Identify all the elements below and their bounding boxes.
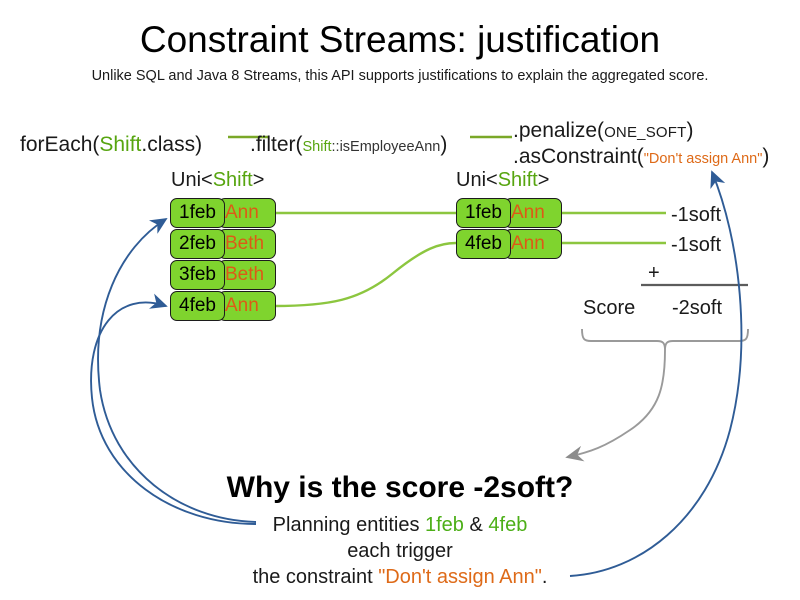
penalize-arg: ONE_SOFT <box>604 124 687 141</box>
as-constraint-prefix: .asConstraint( <box>513 145 644 168</box>
shift-stack-left: 1feb Ann 2feb Beth 3feb Beth 4feb Ann <box>170 198 276 322</box>
explanation-heading: Why is the score -2soft? <box>226 471 574 504</box>
score-explanation-arrow <box>565 349 666 462</box>
uni-left-prefix: Uni< <box>171 169 213 191</box>
uni-caption-left: Uni<Shift> <box>171 168 264 192</box>
shift-date: 2feb <box>170 229 225 259</box>
code-filter: .filter(Shift::isEmployeeAnn) <box>250 132 447 160</box>
uni-left-suffix: > <box>252 169 265 191</box>
impact-value-1: -1soft <box>671 204 722 226</box>
explanation-line3-suffix: . <box>541 566 548 588</box>
shift-employee: Ann <box>218 198 276 228</box>
shift-row[interactable]: 4feb Ann <box>170 291 276 321</box>
code-foreach: forEach(Shift.class) <box>20 132 202 158</box>
explanation-line-3: the constraint "Don't assign Ann". <box>0 564 800 590</box>
shift-date: 1feb <box>456 198 511 228</box>
explanation-line-1: Planning entities 1feb & 4feb <box>0 512 800 538</box>
shift-date: 1feb <box>170 198 225 228</box>
score-total: -2soft <box>672 297 723 319</box>
shift-row[interactable]: 3feb Beth <box>170 260 276 290</box>
uni-left-type: Shift <box>212 169 253 191</box>
stream-connector-4feb <box>273 241 457 308</box>
explanation-constraint-name: "Don't assign Ann" <box>378 566 542 588</box>
shift-row[interactable]: 2feb Beth <box>170 229 276 259</box>
filter-prefix: .filter( <box>250 133 303 156</box>
explanation-amp: & <box>463 514 489 536</box>
explanation-line1-prefix: Planning entities <box>272 514 425 536</box>
shift-stack-right: 1feb Ann 4feb Ann <box>456 198 562 260</box>
shift-date: 4feb <box>456 229 511 259</box>
as-constraint-suffix: ) <box>762 145 770 168</box>
filter-method: ::isEmployeeAnn <box>331 139 441 155</box>
explanation-line-2: each trigger <box>347 540 453 562</box>
filter-type: Shift <box>302 139 332 155</box>
shift-row[interactable]: 1feb Ann <box>170 198 276 228</box>
page-title: Constraint Streams: justification <box>139 19 661 60</box>
impact-value-2: -1soft <box>671 234 722 256</box>
uni-caption-right: Uni<Shift> <box>456 168 549 192</box>
penalize-prefix: .penalize( <box>513 119 605 142</box>
score-label: Score <box>583 297 636 319</box>
shift-row[interactable]: 1feb Ann <box>456 198 562 228</box>
penalize-suffix: ) <box>686 119 694 142</box>
uni-right-type: Shift <box>497 169 538 191</box>
shift-employee: Beth <box>218 229 276 259</box>
explanation-line3-prefix: the constraint <box>252 566 379 588</box>
uni-right-prefix: Uni< <box>456 169 498 191</box>
sum-operator: + <box>648 262 660 284</box>
uni-right-suffix: > <box>537 169 550 191</box>
explanation-entity-b: 4feb <box>488 514 528 536</box>
filter-suffix: ) <box>440 133 448 156</box>
foreach-prefix: forEach( <box>20 133 100 156</box>
explanation-entity-a: 1feb <box>425 514 464 536</box>
shift-employee: Ann <box>504 198 562 228</box>
as-constraint-arg: "Don't assign Ann" <box>643 151 763 167</box>
shift-employee: Beth <box>218 260 276 290</box>
shift-employee: Ann <box>218 291 276 321</box>
shift-date: 3feb <box>170 260 225 290</box>
shift-date: 4feb <box>170 291 225 321</box>
code-as-constraint: .asConstraint("Don't assign Ann") <box>513 144 769 172</box>
shift-row[interactable]: 4feb Ann <box>456 229 562 259</box>
foreach-suffix: .class) <box>141 133 203 156</box>
code-penalize: .penalize(ONE_SOFT) <box>513 118 694 146</box>
score-brace <box>581 328 749 351</box>
page-subtitle: Unlike SQL and Java 8 Streams, this API … <box>91 68 709 84</box>
shift-employee: Ann <box>504 229 562 259</box>
foreach-type: Shift <box>99 133 142 156</box>
